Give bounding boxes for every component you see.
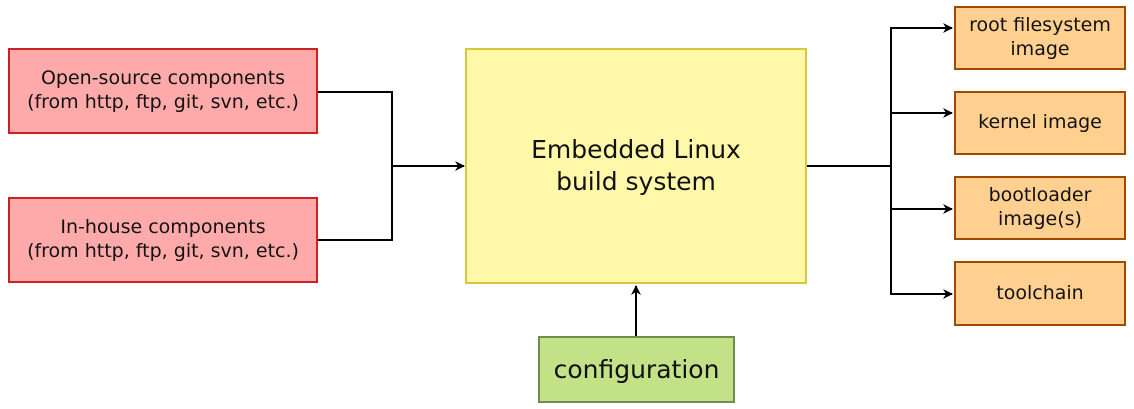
kernel-image-node: kernel image [954, 91, 1126, 155]
root-filesystem-label-line2: image [1010, 38, 1070, 60]
configuration-node: configuration [538, 336, 735, 403]
edge-open-source-to-build-system [318, 91, 465, 171]
bootloader-label-line2: image(s) [998, 208, 1082, 230]
build-system-title-line1: Embedded Linux [531, 134, 741, 164]
edge-to-bootloader-image [890, 166, 953, 214]
in-house-components-sources: (from http, ftp, git, svn, etc.) [27, 240, 299, 262]
root-filesystem-label-line1: root filesystem [969, 14, 1111, 37]
open-source-components-title: Open-source components [40, 67, 286, 90]
open-source-components-sources: (from http, ftp, git, svn, etc.) [27, 91, 299, 113]
in-house-components-title: In-house components [60, 216, 266, 239]
edge-in-house-to-build-system [318, 166, 393, 241]
in-house-components-node: In-house components (from http, ftp, git… [8, 197, 318, 283]
build-system-title-line2: build system [556, 167, 716, 196]
root-filesystem-image-node: root filesystem image [954, 6, 1126, 70]
bootloader-label-line1: bootloader [988, 184, 1092, 207]
edge-to-toolchain [890, 209, 953, 299]
open-source-components-node: Open-source components (from http, ftp, … [8, 48, 318, 134]
toolchain-label: toolchain [996, 281, 1084, 304]
build-system-node: Embedded Linux build system [465, 48, 807, 284]
kernel-image-label: kernel image [978, 111, 1102, 134]
bootloader-image-node: bootloader image(s) [954, 176, 1126, 240]
edge-to-root-filesystem [890, 23, 953, 166]
configuration-label: configuration [553, 354, 720, 384]
toolchain-node: toolchain [954, 261, 1126, 326]
